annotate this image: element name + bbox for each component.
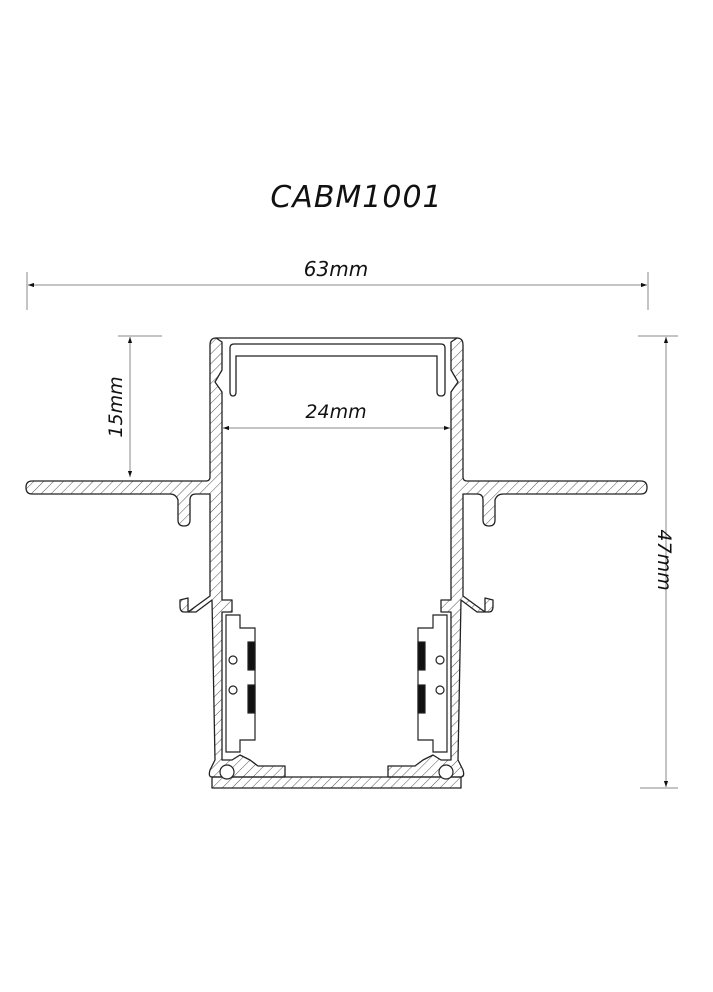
dimension-overall-width: 63mm	[26, 257, 649, 310]
drawing-title: CABM1001	[270, 180, 443, 215]
dim-label-63: 63mm	[304, 257, 368, 281]
dimension-overall-height: 47mm	[638, 335, 678, 789]
dim-label-47: 47mm	[653, 529, 675, 590]
dimension-flange-height: 15mm	[105, 335, 162, 477]
profile-body	[25, 337, 648, 789]
track-insert-left	[225, 614, 256, 753]
dimension-inner-width: 24mm	[223, 401, 450, 431]
track-insert-right	[417, 614, 448, 753]
screw-channels	[219, 764, 454, 780]
diffuser-cover	[216, 337, 457, 397]
dim-label-15: 15mm	[105, 376, 127, 437]
dim-label-24: 24mm	[305, 401, 366, 423]
